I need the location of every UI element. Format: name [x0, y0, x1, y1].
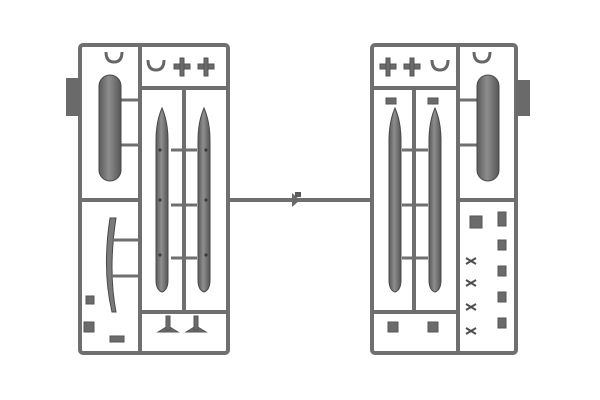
right-top-small-parts	[379, 51, 492, 105]
right-torpedo-1	[388, 106, 428, 293]
right-sprue-tab	[516, 80, 530, 116]
left-sprue-tab	[66, 78, 80, 116]
left-bottom-small-parts	[83, 295, 208, 343]
left-torpedo-1	[155, 106, 197, 293]
left-torpedo-2	[197, 106, 211, 293]
left-top-small-parts	[104, 51, 215, 77]
center-connector	[228, 192, 372, 207]
right-bottom-small-parts	[387, 211, 507, 335]
right-torpedo-2	[428, 106, 442, 293]
left-curved-part	[105, 217, 140, 313]
right-pod	[458, 74, 500, 182]
left-pod	[98, 74, 140, 182]
right-sprue-frame	[370, 43, 518, 355]
